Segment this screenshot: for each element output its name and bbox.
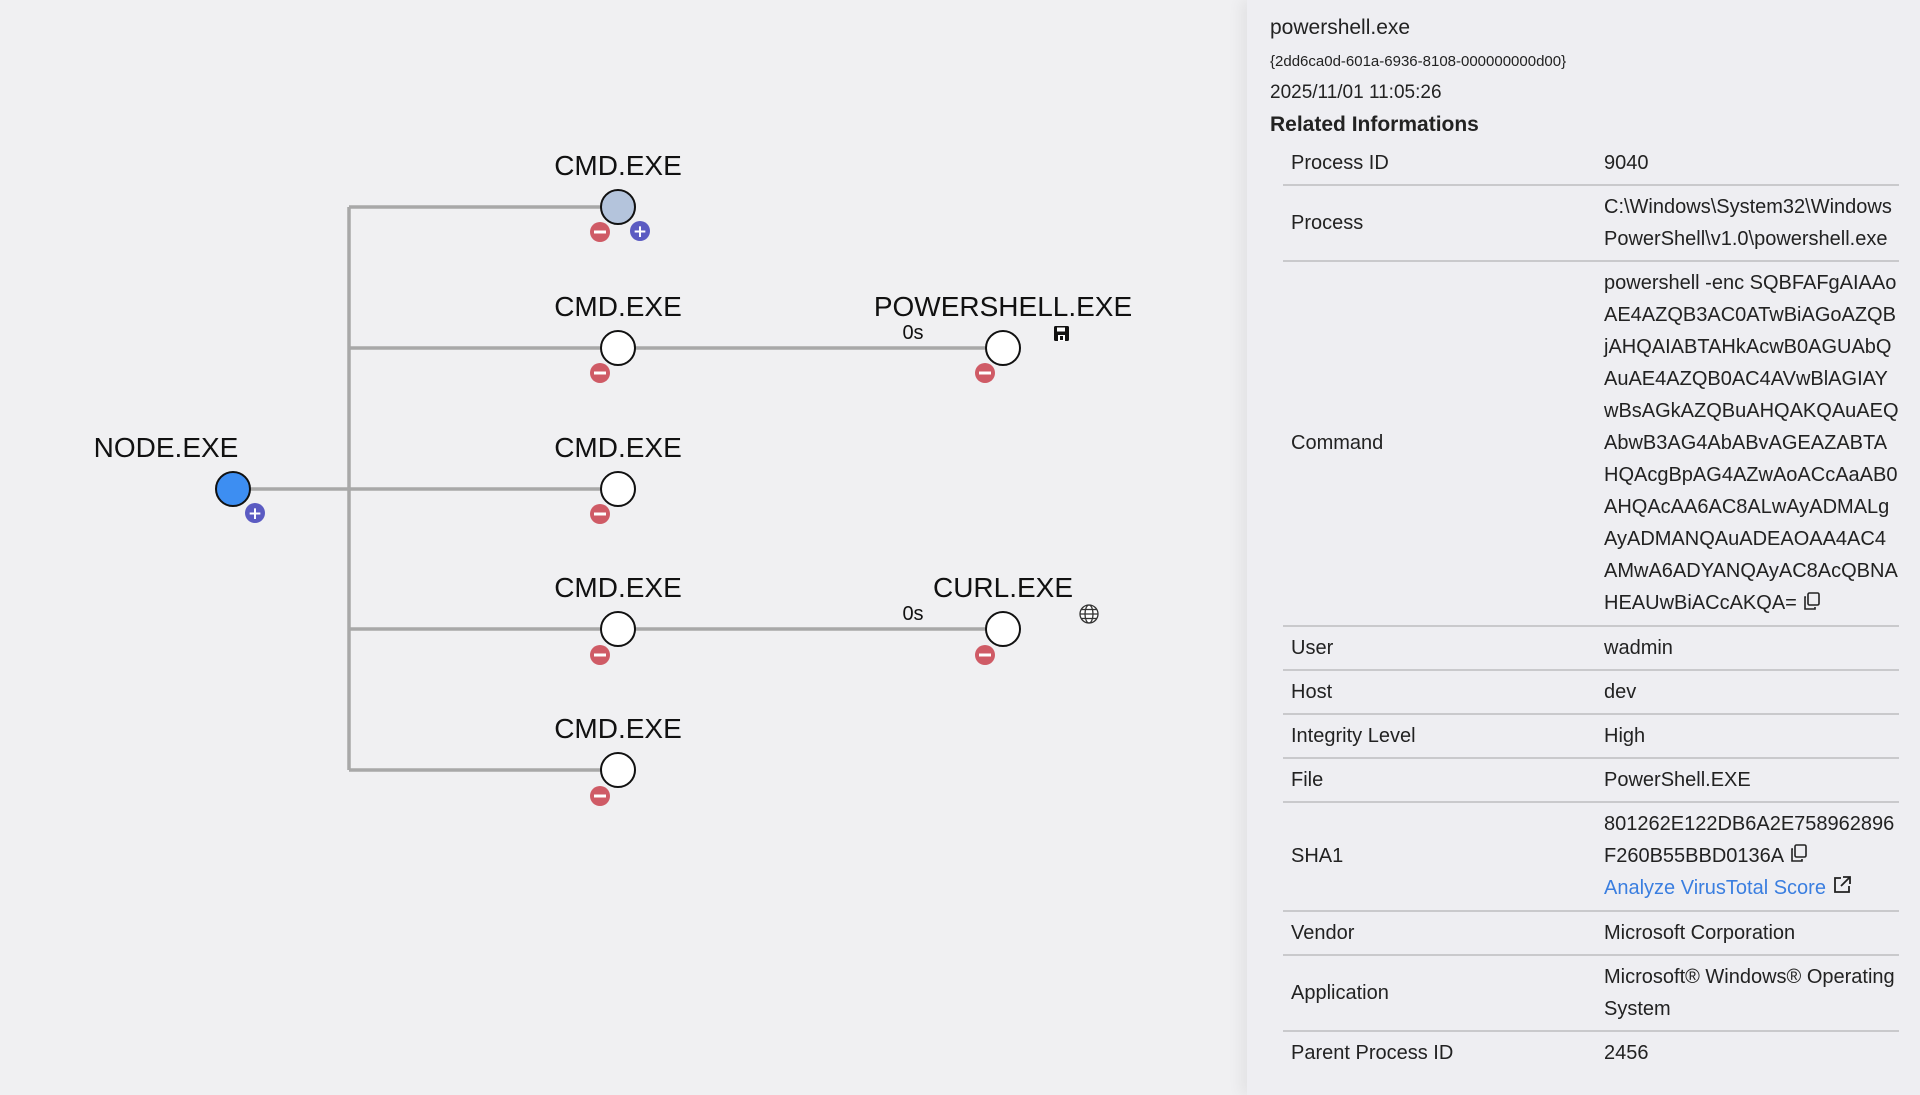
related-info-table: Process ID 9040 Process C:\Windows\Syste… bbox=[1283, 142, 1899, 1074]
table-row: Command powershell -enc SQBFAFgAIAAoAE4A… bbox=[1283, 261, 1899, 626]
minus-icon bbox=[594, 230, 606, 234]
table-row: File PowerShell.EXE bbox=[1283, 758, 1899, 802]
table-row: User wadmin bbox=[1283, 626, 1899, 670]
node-circle[interactable] bbox=[600, 330, 636, 366]
node-label: CURL.EXE bbox=[933, 572, 1073, 603]
plus-icon: + bbox=[248, 504, 262, 524]
node-cmd-1[interactable]: CMD.EXE + bbox=[554, 150, 682, 242]
row-key: Process bbox=[1291, 212, 1364, 234]
panel-guid: {2dd6ca0d-601a-6936-8108-000000000d00} bbox=[1270, 53, 1567, 70]
row-value-sha1: 801262E122DB6A2E758962896F260B55BBD0136A… bbox=[1596, 802, 1899, 911]
collapse-button[interactable] bbox=[975, 645, 995, 665]
node-circle[interactable] bbox=[600, 611, 636, 647]
row-value: Microsoft® Windows® Operating System bbox=[1604, 966, 1895, 1021]
copy-icon[interactable] bbox=[1803, 588, 1821, 620]
details-panel: powershell.exe {2dd6ca0d-601a-6936-8108-… bbox=[1247, 0, 1920, 1095]
panel-title: powershell.exe bbox=[1270, 16, 1411, 39]
node-cmd-4[interactable]: CMD.EXE bbox=[554, 572, 682, 665]
expand-button[interactable]: + bbox=[245, 503, 265, 524]
node-circle[interactable] bbox=[600, 471, 636, 507]
collapse-button[interactable] bbox=[590, 363, 610, 383]
node-label: CMD.EXE bbox=[554, 150, 682, 181]
node-label: CMD.EXE bbox=[554, 432, 682, 463]
row-key: File bbox=[1291, 768, 1324, 791]
collapse-button[interactable] bbox=[590, 222, 610, 242]
row-key: SHA1 bbox=[1291, 845, 1344, 868]
floppy-disk-icon bbox=[1054, 326, 1069, 341]
minus-icon bbox=[594, 794, 606, 798]
node-label: POWERSHELL.EXE bbox=[874, 291, 1132, 322]
tree-edges bbox=[233, 205, 1003, 772]
copy-icon[interactable] bbox=[1790, 840, 1808, 872]
panel-timestamp: 2025/11/01 11:05:26 bbox=[1270, 82, 1442, 103]
row-value: High bbox=[1604, 724, 1646, 747]
row-value: dev bbox=[1604, 680, 1637, 703]
node-circle[interactable] bbox=[985, 330, 1021, 366]
row-value: Microsoft Corporation bbox=[1604, 922, 1796, 945]
edge-duration-label: 0s bbox=[902, 603, 923, 625]
node-cmd-2[interactable]: CMD.EXE bbox=[554, 291, 682, 383]
table-row: SHA1 801262E122DB6A2E758962896F260B55BBD… bbox=[1283, 802, 1899, 912]
collapse-button[interactable] bbox=[590, 786, 610, 806]
minus-icon bbox=[594, 653, 606, 657]
node-label: CMD.EXE bbox=[554, 713, 682, 744]
row-key: Integrity Level bbox=[1291, 724, 1416, 747]
node-label: CMD.EXE bbox=[554, 291, 682, 322]
collapse-button[interactable] bbox=[975, 363, 995, 383]
row-key: Parent Process ID bbox=[1291, 1042, 1454, 1065]
command-text: powershell -enc SQBFAFgAIAAoAE4AZQB3AC0A… bbox=[1604, 272, 1899, 614]
row-value: 2456 bbox=[1604, 1042, 1649, 1065]
collapse-button[interactable] bbox=[590, 504, 610, 524]
row-key: User bbox=[1291, 636, 1334, 659]
row-value: wadmin bbox=[1604, 636, 1673, 659]
table-row: Process C:\Windows\System32\WindowsPower… bbox=[1283, 185, 1899, 261]
node-label: CMD.EXE bbox=[554, 572, 682, 603]
row-value: C:\Windows\System32\WindowsPowerShell\v1… bbox=[1604, 196, 1892, 250]
node-circle[interactable] bbox=[600, 752, 636, 788]
edge-duration-label: 0s bbox=[902, 322, 923, 344]
table-row: Host dev bbox=[1283, 670, 1899, 714]
node-circle-selected[interactable] bbox=[600, 189, 636, 225]
row-value: PowerShell.EXE bbox=[1604, 768, 1751, 791]
process-tree-graph: NODE.EXE + CMD.EXE + CMD.EXE CMD.EXE bbox=[94, 150, 1132, 806]
row-value-command: powershell -enc SQBFAFgAIAAoAE4AZQB3AC0A… bbox=[1596, 261, 1899, 626]
node-powershell-exe[interactable]: POWERSHELL.EXE 0s bbox=[874, 291, 1132, 383]
row-key: Command bbox=[1291, 432, 1384, 455]
row-key: Vendor bbox=[1291, 922, 1355, 945]
node-cmd-5[interactable]: CMD.EXE bbox=[554, 713, 682, 806]
node-circle-root[interactable] bbox=[215, 471, 251, 507]
table-row: Application Microsoft® Windows® Operatin… bbox=[1283, 955, 1899, 1032]
minus-icon bbox=[594, 512, 606, 516]
table-row: Parent Process ID 2456 bbox=[1283, 1031, 1899, 1074]
collapse-button[interactable] bbox=[590, 645, 610, 665]
expand-button[interactable]: + bbox=[630, 221, 650, 242]
minus-icon bbox=[979, 653, 991, 657]
external-link-icon[interactable] bbox=[1832, 873, 1852, 905]
sha1-text: 801262E122DB6A2E758962896F260B55BBD0136A bbox=[1604, 812, 1895, 867]
row-key: Application bbox=[1291, 982, 1389, 1005]
table-row: Vendor Microsoft Corporation bbox=[1283, 911, 1899, 956]
row-value: 9040 bbox=[1604, 152, 1649, 174]
virustotal-link[interactable]: Analyze VirusTotal Score bbox=[1604, 877, 1826, 900]
node-label: NODE.EXE bbox=[94, 432, 239, 463]
node-circle[interactable] bbox=[985, 611, 1021, 647]
node-node-exe[interactable]: NODE.EXE + bbox=[94, 432, 265, 524]
minus-icon bbox=[979, 371, 991, 375]
plus-icon: + bbox=[633, 222, 647, 242]
section-heading: Related Informations bbox=[1270, 113, 1479, 136]
row-key: Process ID bbox=[1291, 152, 1389, 174]
globe-icon bbox=[1079, 604, 1099, 624]
table-row: Integrity Level High bbox=[1283, 714, 1899, 758]
node-cmd-3[interactable]: CMD.EXE bbox=[554, 432, 682, 524]
table-row: Process ID 9040 bbox=[1283, 142, 1899, 185]
row-key: Host bbox=[1291, 680, 1333, 703]
minus-icon bbox=[594, 371, 606, 375]
node-curl-exe[interactable]: CURL.EXE 0s bbox=[902, 572, 1099, 665]
